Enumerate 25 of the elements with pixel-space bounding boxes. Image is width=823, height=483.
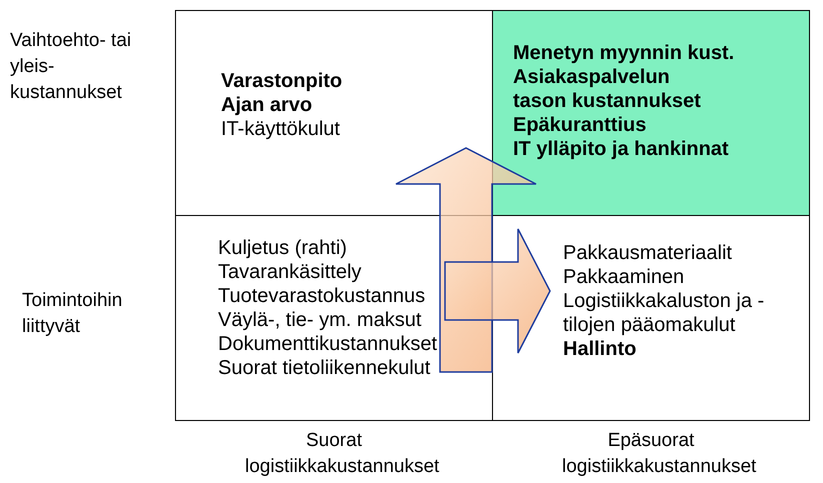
matrix-cell [175, 215, 493, 421]
cost-item: Asiakaspalvelun tason kustannukset [513, 65, 702, 113]
cost-item: Dokumenttikustannukset [218, 332, 438, 356]
cost-item: Varastonpito [221, 69, 342, 93]
matrix-cell [492, 215, 810, 421]
row-label: Toimintoihin liittyvät [22, 289, 124, 339]
cost-item: Kuljetus (rahti) [218, 236, 347, 260]
row-label: Vaihtoehto- tai yleis- kustannukset [10, 29, 132, 105]
cost-item: Hallinto [563, 337, 636, 361]
cost-item: Väylä-, tie- ym. maksut [218, 308, 422, 332]
cost-item: IT ylläpito ja hankinnat [513, 137, 729, 161]
cost-item: Pakkausmateriaalit [563, 241, 732, 265]
cost-item: Logistiikkakaluston ja -tilojen pääomakulut [563, 289, 766, 337]
matrix-cell [492, 10, 810, 216]
cost-item: Ajan arvo [221, 93, 312, 117]
cost-item: Menetyn myynnin kust. [513, 41, 734, 65]
cost-item: Suorat tietoliikennekulut [218, 356, 430, 380]
cost-item: Tuotevarastokustannus [218, 284, 426, 308]
cost-item: Tavarankäsittely [218, 260, 362, 284]
column-label: Suorat logistiikkakustannukset [244, 429, 440, 479]
cost-item: Pakkaaminen [563, 265, 684, 289]
cost-item: Epäkuranttius [513, 113, 646, 137]
cost-item: IT-käyttökulut [221, 117, 340, 141]
block-arrow [444, 228, 551, 354]
column-label: Epäsuorat logistiikkakustannukset [561, 429, 758, 479]
